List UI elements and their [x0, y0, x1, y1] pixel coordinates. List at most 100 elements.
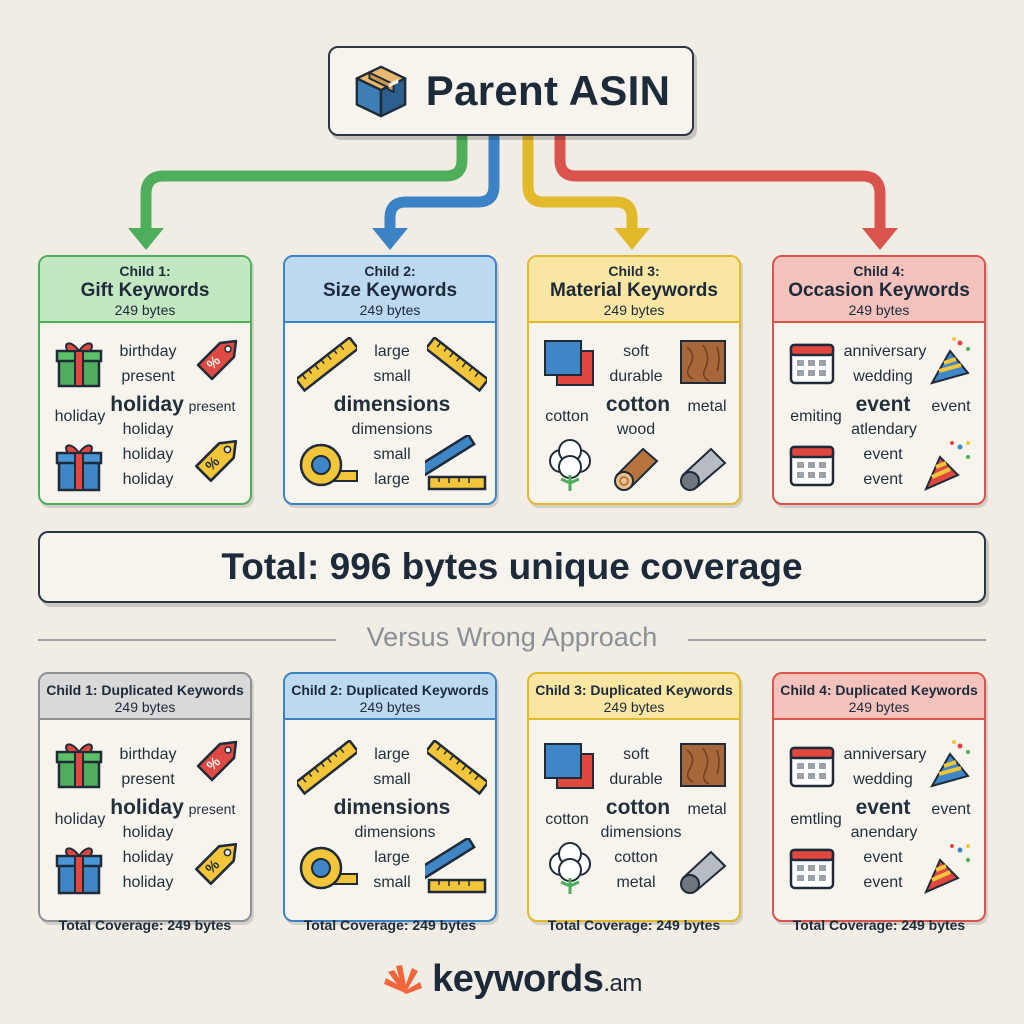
duplicated-card-bytes: 249 bytes — [359, 699, 421, 715]
keyword: small — [373, 368, 411, 385]
child-name: Occasion Keywords — [788, 280, 970, 301]
keyword: event — [863, 874, 903, 891]
keyword: birthday — [119, 746, 177, 763]
child-card-header: Child 1: Gift Keywords 249 bytes — [40, 257, 250, 323]
keyword: metal — [616, 874, 656, 891]
child-name: Gift Keywords — [80, 280, 210, 301]
keyword: durable — [609, 368, 663, 385]
price-tag-icon: % — [196, 740, 238, 782]
keyword-emphasis: dimensions — [333, 393, 451, 416]
duplicated-card-title: Child 2: Duplicated Keywords — [291, 682, 489, 698]
child-number: Child 1: — [119, 263, 171, 279]
party-popper-icon — [924, 844, 970, 894]
gift-box-icon — [55, 743, 103, 789]
child-name: Size Keywords — [322, 280, 458, 301]
keyword: anniversary — [843, 343, 927, 360]
tape-measure-icon — [299, 443, 358, 487]
keyword: birthday — [119, 343, 177, 360]
keyword: large — [374, 343, 410, 360]
party-hat-icon — [929, 740, 970, 788]
party-popper-icon — [924, 441, 970, 491]
price-tag-icon: % — [195, 439, 238, 482]
metal-pipe-icon — [680, 447, 727, 491]
keyword: present — [121, 771, 175, 788]
keyword: large — [374, 746, 410, 763]
party-hat-icon — [929, 337, 970, 385]
connector-arrows — [128, 132, 898, 250]
cotton-flower-icon — [549, 842, 591, 894]
folding-ruler-icon — [425, 838, 487, 894]
keyword-emphasis: holiday — [110, 796, 184, 819]
keyword: small — [373, 771, 411, 788]
keyword: wood — [616, 421, 656, 438]
brand-footer: keywords.am — [0, 958, 1024, 1001]
child-card-header: Child 2: Size Keywords 249 bytes — [285, 257, 495, 323]
keyword: holiday — [122, 849, 174, 866]
keyword: small — [373, 446, 411, 463]
child-card-header: Child 4: Occasion Keywords 249 bytes — [774, 257, 984, 323]
duplicated-card-title: Child 4: Duplicated Keywords — [780, 682, 978, 698]
fabric-swatch-icon — [544, 340, 594, 386]
divider-line — [688, 639, 986, 641]
keyword: small — [373, 874, 411, 891]
child-number: Child 2: — [364, 263, 416, 279]
duplicated-card-2: Child 2: Duplicated Keywords 249 bytes l… — [283, 672, 497, 922]
keyword: holiday — [122, 874, 174, 891]
child-number: Child 3: — [608, 263, 660, 279]
total-coverage-text: Total: 996 bytes unique coverage — [221, 546, 803, 587]
keyword-emphasis: dimensions — [333, 796, 451, 819]
child-card-header: Child 3: Material Keywords 249 bytes — [529, 257, 739, 323]
duplicated-card-header: Child 2: Duplicated Keywords 249 bytes — [285, 674, 495, 720]
child-card-gift: Child 1: Gift Keywords 249 bytes % % bir… — [38, 255, 252, 505]
child-bytes: 249 bytes — [114, 302, 176, 318]
keyword: holiday — [54, 408, 106, 425]
price-tag-icon: % — [196, 339, 238, 381]
gift-box-icon — [55, 342, 103, 388]
coverage-caption: Total Coverage: 249 bytes — [792, 917, 966, 933]
brand-name: keywords.am — [432, 958, 642, 1001]
gift-box-icon — [55, 847, 103, 895]
keyword: cotton — [545, 408, 589, 425]
duplicated-card-bytes: 249 bytes — [848, 699, 910, 715]
duplicated-card-title: Child 3: Duplicated Keywords — [535, 682, 733, 698]
coverage-caption: Total Coverage: 249 bytes — [547, 917, 721, 933]
tape-measure-icon — [299, 846, 358, 890]
keyword: event — [931, 801, 971, 818]
keyword: metal — [687, 801, 727, 818]
keyword-emphasis: cotton — [605, 796, 671, 819]
child-card-size: Child 2: Size Keywords 249 bytes large — [283, 255, 497, 505]
child-bytes: 249 bytes — [848, 302, 910, 318]
keyword: present — [188, 398, 236, 414]
duplicated-card-bytes: 249 bytes — [603, 699, 665, 715]
calendar-icon — [789, 445, 835, 487]
keyword: dimensions — [351, 421, 433, 438]
duplicated-card-bytes: 249 bytes — [114, 699, 176, 715]
brand-suffix: .am — [603, 970, 642, 997]
ruler-icon — [427, 337, 487, 393]
keyword: holiday — [122, 471, 174, 488]
duplicated-card-3: Child 3: Duplicated Keywords 249 bytes s… — [527, 672, 741, 922]
keyword: cotton — [545, 811, 589, 828]
keyword: emtling — [790, 811, 842, 828]
keyword: event — [863, 446, 903, 463]
keyword: holiday — [54, 811, 106, 828]
keyword: anniversary — [843, 746, 927, 763]
coverage-caption: Total Coverage: 249 bytes — [303, 917, 477, 933]
keyword: dimensions — [354, 824, 436, 841]
wood-swatch-icon — [680, 743, 726, 787]
keyword: large — [374, 849, 410, 866]
keyword: metal — [687, 398, 727, 415]
total-coverage-banner: Total: 996 bytes unique coverage — [38, 531, 986, 603]
keyword-emphasis: cotton — [605, 393, 671, 416]
keyword: wedding — [853, 771, 913, 788]
brand-name-main: keywords — [432, 958, 604, 1000]
calendar-icon — [789, 848, 835, 890]
child-number: Child 4: — [853, 263, 905, 279]
keyword: event — [863, 471, 903, 488]
duplicated-card-title: Child 1: Duplicated Keywords — [46, 682, 244, 698]
brand-logo-icon — [384, 964, 423, 994]
keyword: holiday — [122, 446, 174, 463]
child-bytes: 249 bytes — [603, 302, 665, 318]
parent-asin-box: Parent ASIN — [328, 46, 694, 136]
keyword-emphasis: event — [855, 796, 911, 819]
